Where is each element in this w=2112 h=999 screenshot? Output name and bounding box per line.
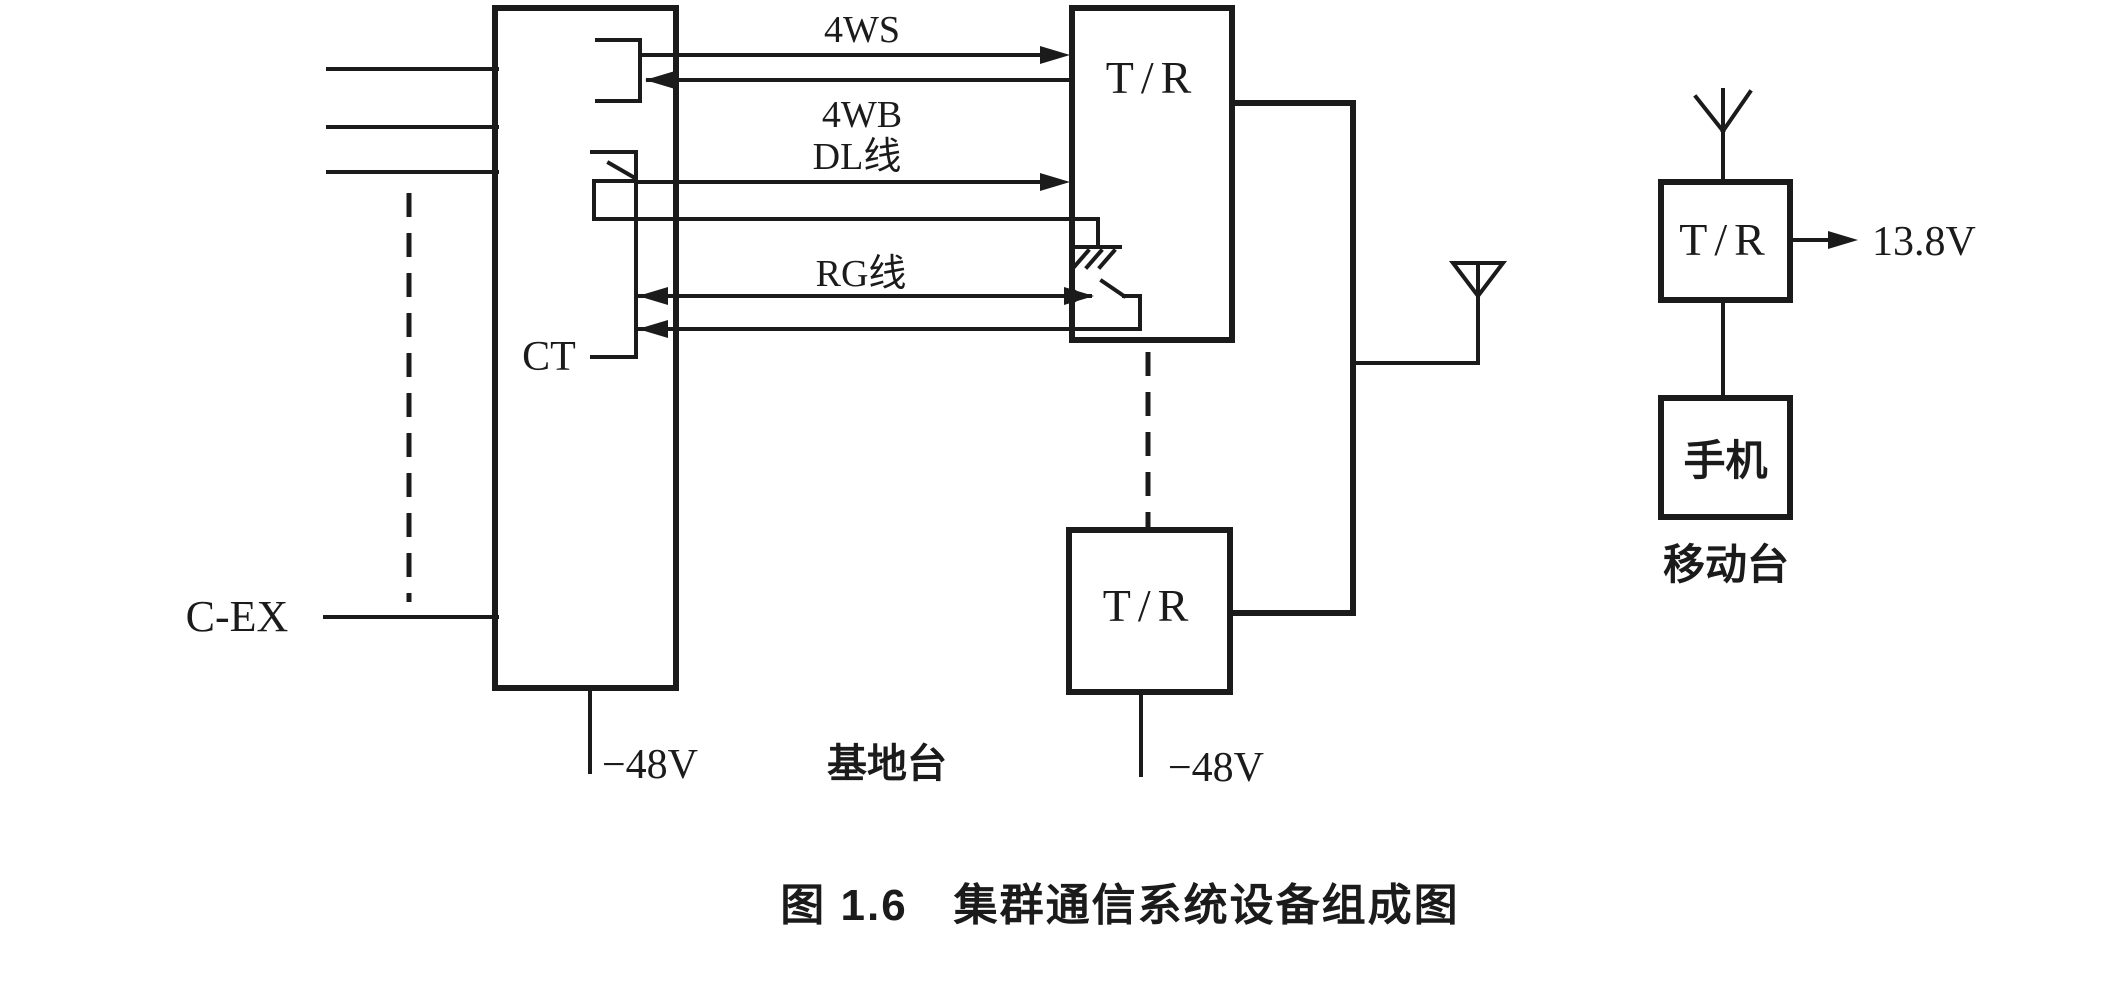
cex-label: C-EX	[185, 592, 289, 641]
arrowhead-right-icon	[1828, 231, 1858, 249]
line-rg-2	[636, 294, 1142, 338]
supply-arrow-13v8	[1788, 231, 1858, 249]
arrowhead-left-icon	[638, 320, 668, 338]
figure-caption: 图 1.6 集群通信系统设备组成图	[780, 881, 1460, 930]
exchange-switch-arm-icon	[606, 160, 638, 181]
arrowhead-right-icon	[1040, 46, 1070, 64]
arrowhead-left-icon	[638, 287, 668, 305]
antenna-trunk-line	[1230, 100, 1356, 616]
exchange-box	[492, 5, 679, 691]
mobile-tr-label: T/R	[1679, 214, 1772, 265]
line-rg-label: RG线	[815, 253, 907, 295]
base-tr2-label: T/R	[1102, 580, 1196, 631]
pstn-input-lines	[326, 67, 499, 174]
base-antenna-icon	[1351, 261, 1508, 365]
base-tr2-box	[1066, 527, 1233, 695]
exchange-power-label: −48V	[602, 742, 699, 788]
tr2-power-label: −48V	[1168, 745, 1265, 791]
tr-switch-arm-icon	[1099, 278, 1127, 299]
line-4wb-label: 4WB	[821, 94, 903, 136]
line-4wb	[645, 71, 1074, 89]
handset-label: 手机	[1683, 437, 1768, 484]
line-4ws-label: 4WS	[824, 9, 900, 51]
handset-box	[1658, 395, 1793, 520]
line-dl-label: DL线	[812, 136, 902, 178]
base-tr1-label: T/R	[1105, 52, 1199, 103]
dl-bracket	[592, 179, 642, 221]
base-station-label: 基地台	[827, 742, 947, 786]
hybrid-4w-bracket	[595, 38, 642, 103]
base-tr1-box	[1069, 5, 1235, 343]
arrowhead-left-icon	[645, 71, 675, 89]
ground-icon	[1071, 245, 1122, 270]
line-4ws	[638, 46, 1070, 64]
arrowhead-right-icon	[1040, 173, 1070, 191]
mobile-antenna-icon	[1693, 88, 1753, 184]
ct-label: CT	[522, 334, 576, 380]
line-dl	[634, 173, 1070, 191]
line-ground-feed	[638, 217, 1122, 270]
mobile-supply-label: 13.8V	[1872, 219, 1976, 265]
mobile-station-label: 移动台	[1662, 541, 1789, 588]
